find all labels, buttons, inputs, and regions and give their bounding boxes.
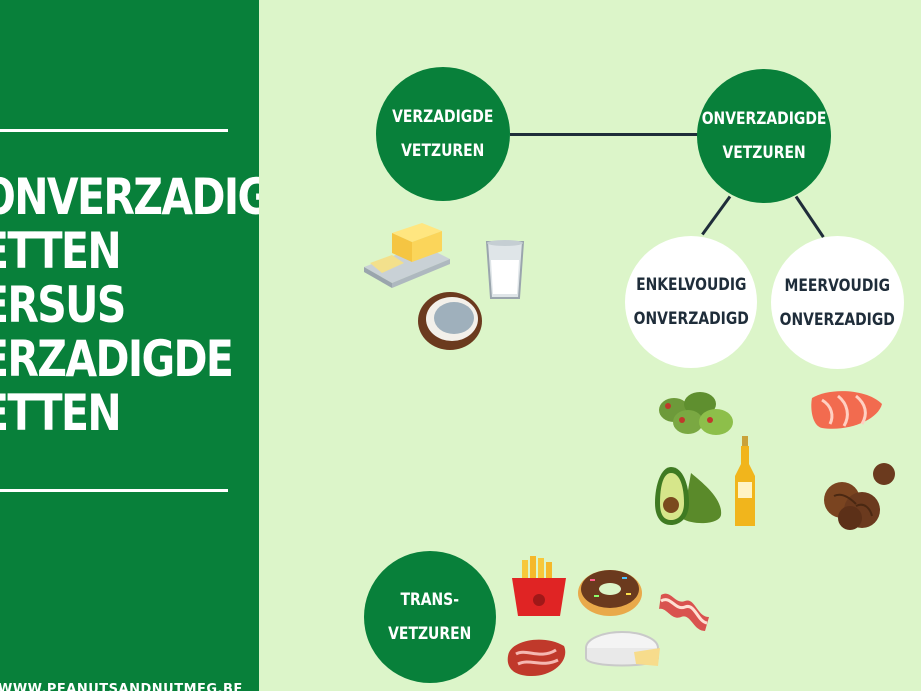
title-line-1: ONVERZADIGDE	[0, 168, 259, 226]
butter-icon	[364, 223, 450, 288]
node-unsaturated-label: ONVERZADIGDE VETZUREN	[701, 109, 827, 163]
node-trans-fatty-acids: TRANS- VETZUREN	[364, 551, 496, 683]
walnut-icon	[824, 463, 895, 530]
salmon-icon	[811, 391, 882, 429]
title-top-rule	[0, 129, 228, 132]
cheese-icon	[585, 631, 660, 667]
node-unsaturated-fatty-acids: ONVERZADIGDE VETZUREN	[697, 69, 831, 203]
node-mono-label: ENKELVOUDIG ONVERZADIGD	[633, 275, 749, 329]
node-trans-label: TRANS- VETZUREN	[388, 590, 472, 644]
avocado-icon	[655, 467, 722, 525]
steak-icon	[507, 639, 566, 676]
connector-unsaturated-mono	[701, 195, 732, 236]
bacon-icon	[659, 593, 709, 631]
milk-glass-icon	[485, 240, 525, 299]
node-saturated-label: VERZADIGDE VETZUREN	[392, 107, 494, 161]
oil-bottle-icon	[735, 436, 755, 526]
node-saturated-fatty-acids: VERZADIGDE VETZUREN	[376, 67, 510, 201]
website-label: WWW.PEANUTSANDNUTMEG.BE	[0, 682, 243, 691]
title-line-4: ERZADIGDE	[0, 330, 234, 388]
node-poly-label: MEERVOUDIG ONVERZADIGD	[779, 275, 896, 330]
connector-unsaturated-poly	[794, 195, 825, 238]
node-polyunsaturated: MEERVOUDIG ONVERZADIGD	[771, 236, 904, 369]
donut-icon	[578, 570, 642, 616]
coconut-icon	[418, 292, 482, 350]
fries-icon	[512, 556, 566, 616]
connector-saturated-unsaturated	[510, 133, 698, 136]
olives-icon	[659, 392, 733, 435]
title-bottom-rule	[0, 489, 228, 492]
title-line-3: ERSUS	[0, 276, 126, 334]
node-monounsaturated: ENKELVOUDIG ONVERZADIGD	[625, 236, 757, 368]
